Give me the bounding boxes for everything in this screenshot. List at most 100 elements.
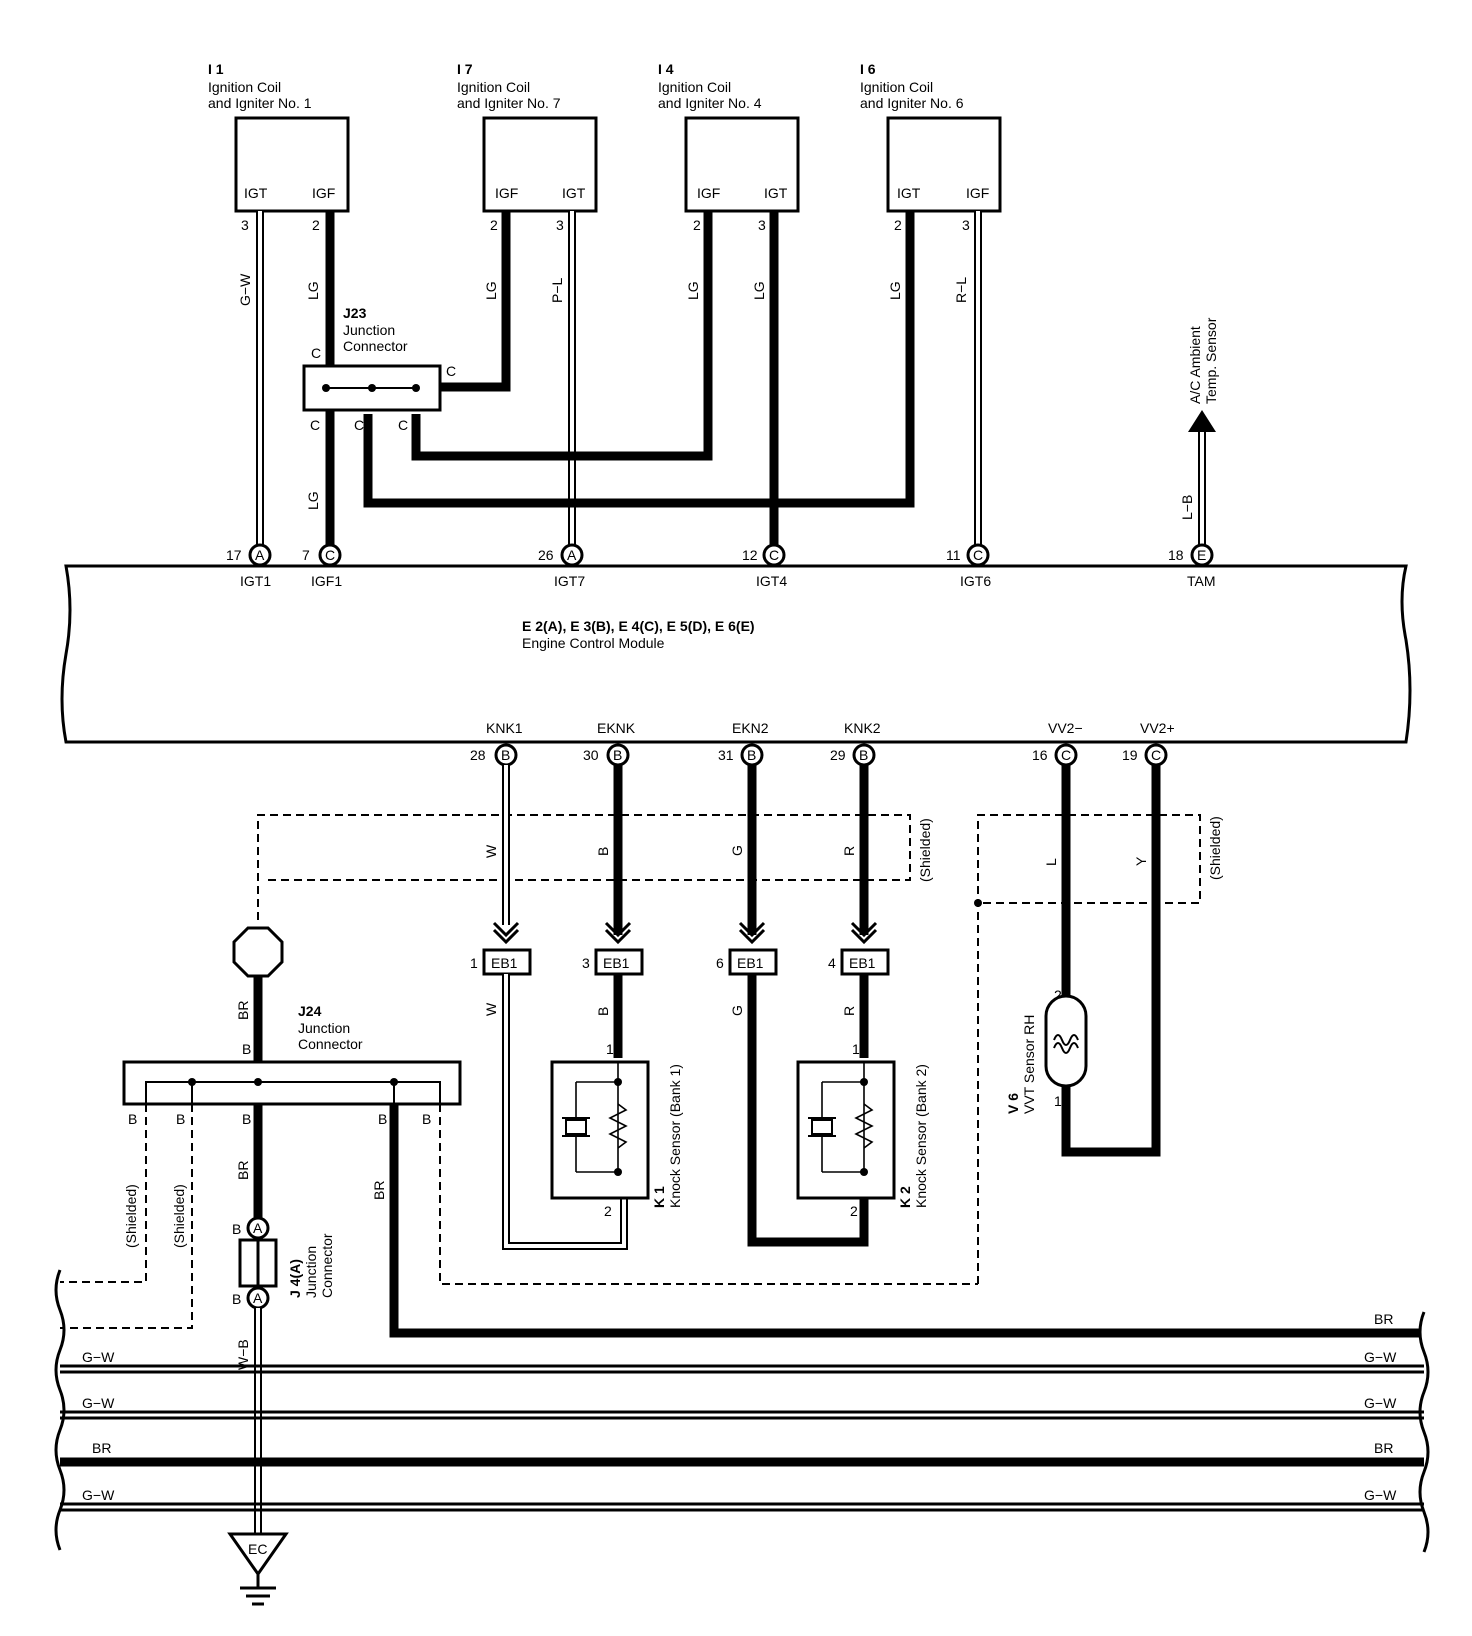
component-code: I 6 [860,61,876,77]
svg-text:6: 6 [716,955,724,971]
wire-color-label: R−L [953,277,969,303]
svg-text:2: 2 [604,1203,612,1219]
wire-knk1: W [483,765,520,945]
ecm-subtitle: Engine Control Module [522,635,665,651]
svg-text:18: 18 [1168,547,1184,563]
shielded-label: (Shielded) [917,818,933,882]
component-box [234,116,350,213]
component-box [684,116,800,213]
wire-color-label: B [595,847,611,856]
wire-color-label: B [595,1007,611,1016]
ac-sensor-label: Temp. Sensor [1203,317,1219,404]
ignition-coil-i6: I 6 Ignition Coil and Igniter No. 6 IGT … [860,61,1002,233]
bus-label: BR [92,1440,111,1456]
wire-color-label: L−B [1179,495,1195,520]
pin-letter: C [398,417,408,433]
svg-text:EKN2: EKN2 [732,720,769,736]
svg-text:28: 28 [470,747,486,763]
svg-text:C: C [1151,747,1161,763]
wire-color-label: G [729,1005,745,1016]
ecm-pin: 7 C IGF1 [302,543,342,589]
svg-text:IGT6: IGT6 [960,573,991,589]
junction-connector-j24: J24 Junction Connector B B B B B B [122,1003,462,1127]
ecm-pins-top: 17 A IGT1 7 C IGF1 26 A IGT7 12 C IGT4 1… [226,543,1216,589]
pin-letter: C [354,417,364,433]
svg-text:30: 30 [583,747,599,763]
wire-ekn2-lower: G [729,974,869,1247]
junction-connector-j4: B A B A J 4(A) Junction Connector [232,1216,335,1310]
svg-text:1: 1 [852,1041,860,1057]
ecm-pin: 12 C IGT4 [742,543,787,589]
shielded-label: (Shielded) [171,1184,187,1248]
wire-color-label: LG [751,281,767,300]
pin-label: IGF [966,185,989,201]
wire-igt1: G−W [237,211,264,546]
component-code: I 1 [208,61,224,77]
wire-igt6: R−L [953,211,982,546]
svg-text:EB1: EB1 [603,955,630,971]
svg-text:B: B [242,1041,251,1057]
wire-vv2: L Y [1043,765,1161,1157]
svg-text:A: A [253,1290,263,1306]
engine-control-module: E 2(A), E 3(B), E 4(C), E 5(D), E 6(E) E… [60,564,1412,744]
svg-text:31: 31 [718,747,734,763]
svg-text:EC: EC [248,1541,267,1557]
svg-text:IGT1: IGT1 [240,573,271,589]
ecm-pin: KNK1 28 B [470,720,523,767]
svg-text:VV2+: VV2+ [1140,720,1175,736]
wire-knk2: R [841,765,878,945]
wire-br-j4: BR [235,1104,263,1218]
svg-text:VV2−: VV2− [1048,720,1083,736]
pin-label: IGF [697,185,720,201]
svg-text:1: 1 [470,955,478,971]
bus-label: G−W [82,1349,115,1365]
component-box [886,116,1002,213]
svg-text:2: 2 [850,1203,858,1219]
ground-icon [227,1532,289,1577]
wire-igt4: LG [751,211,779,546]
pin-number: 3 [241,217,249,233]
ecm-pin: 26 A IGT7 [538,543,585,589]
junction-connector-j23: J23 Junction Connector C C C C C [302,305,456,433]
component-name: Junction [343,322,395,338]
wire-ekn2: G [729,765,766,945]
svg-text:4: 4 [828,955,836,971]
svg-text:B: B [242,1111,251,1127]
ecm-pin: EKNK 30 B [583,720,636,767]
svg-text:E: E [1197,547,1206,563]
svg-text:EB1: EB1 [849,955,876,971]
component-code: J23 [343,305,367,321]
svg-text:1: 1 [606,1041,614,1057]
svg-text:B: B [859,747,868,763]
wire-knk1-lower: W [483,974,628,1250]
svg-text:B: B [613,747,622,763]
ignition-coil-i1: I 1 Ignition Coil and Igniter No. 1 IGT … [208,61,350,233]
svg-text:Connector: Connector [319,1233,335,1298]
pin-letter: C [310,417,320,433]
bus-label: G−W [1364,1395,1397,1411]
svg-text:B: B [747,747,756,763]
wire-color-label: Y [1133,856,1149,866]
svg-text:1: 1 [1054,1093,1062,1109]
wire-color-label: G [729,845,745,856]
wire-eknk: B [595,765,632,945]
pin-label: IGT [562,185,586,201]
component-code: I 4 [658,61,674,77]
pin-number: 3 [556,217,564,233]
svg-text:B: B [422,1111,431,1127]
svg-text:Connector: Connector [298,1036,363,1052]
svg-text:Knock Sensor (Bank 1): Knock Sensor (Bank 1) [667,1064,683,1208]
shield-lines-j24: (Shielded) (Shielded) [60,1104,978,1329]
bus-lines: G−W G−W G−W G−W BR BR G−W G−W BR [54,1269,1430,1553]
ecm-pins-bottom: KNK1 28 B EKNK 30 B EKN2 31 B KNK2 29 B … [470,720,1175,767]
connector-eb1: 1 EB1 3 EB1 6 EB1 4 EB1 [470,948,890,976]
wire-color-label: LG [685,281,701,300]
bus-label: G−W [82,1487,115,1503]
svg-text:11: 11 [946,547,961,563]
svg-text:A: A [567,547,577,563]
shield-vvt: (Shielded) [974,814,1223,1284]
svg-text:VVT Sensor RH: VVT Sensor RH [1021,1015,1037,1114]
arrow-up-icon [1188,410,1216,432]
wire-color-label: BR [235,1001,251,1020]
